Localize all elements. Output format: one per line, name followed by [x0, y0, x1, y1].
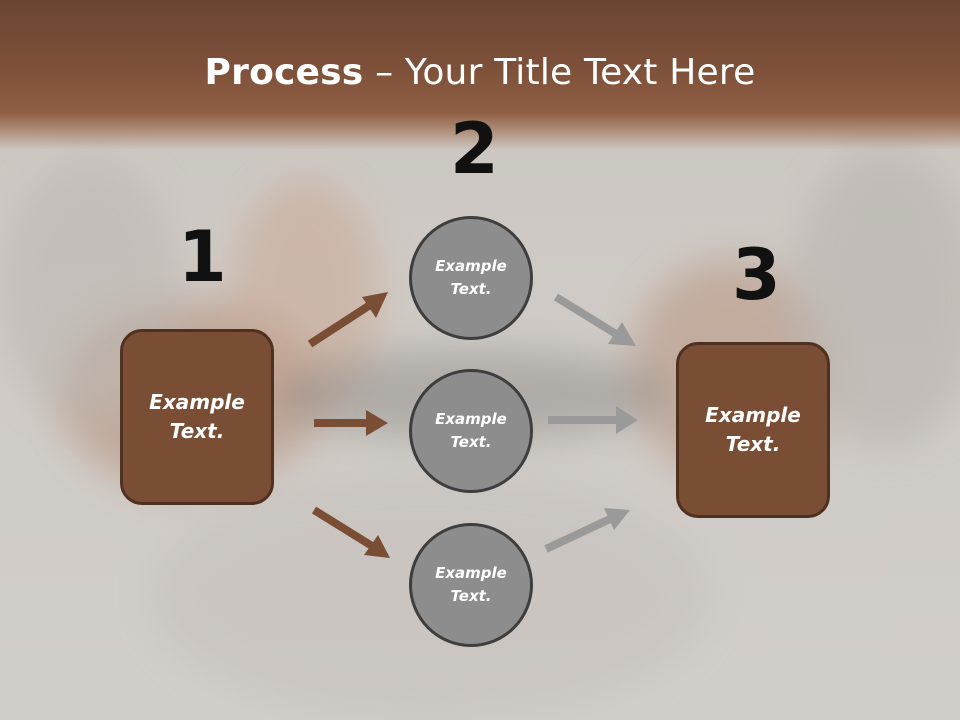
title-band — [0, 0, 960, 150]
step-1-box: Example Text. — [120, 329, 274, 505]
arrow-top-to-right — [553, 293, 636, 346]
circle-top-text: Example Text. — [435, 257, 507, 298]
step-2-circle-middle: Example Text. — [409, 369, 533, 493]
step-2-circle-bottom: Example Text. — [409, 523, 533, 647]
title-rest: – Your Title Text Here — [363, 52, 756, 93]
step-number-3: 3 — [732, 234, 781, 316]
circle-bottom-text: Example Text. — [435, 564, 507, 605]
step-number-2: 2 — [450, 108, 499, 190]
arrow-middle-to-right — [548, 406, 638, 434]
arrow-left-to-bottom — [311, 506, 390, 558]
slide-title: Process – Your Title Text Here — [0, 52, 960, 93]
step-2-circle-top: Example Text. — [409, 216, 533, 340]
step-1-box-text: Example Text. — [149, 390, 245, 443]
circle-middle-text: Example Text. — [435, 410, 507, 451]
arrow-left-to-top — [307, 292, 388, 348]
step-3-box-text: Example Text. — [705, 403, 801, 456]
step-number-1: 1 — [178, 216, 227, 298]
arrow-left-to-middle — [314, 410, 388, 436]
title-bold: Process — [204, 52, 364, 93]
step-3-box: Example Text. — [676, 342, 830, 518]
arrow-bottom-to-right — [544, 508, 630, 553]
